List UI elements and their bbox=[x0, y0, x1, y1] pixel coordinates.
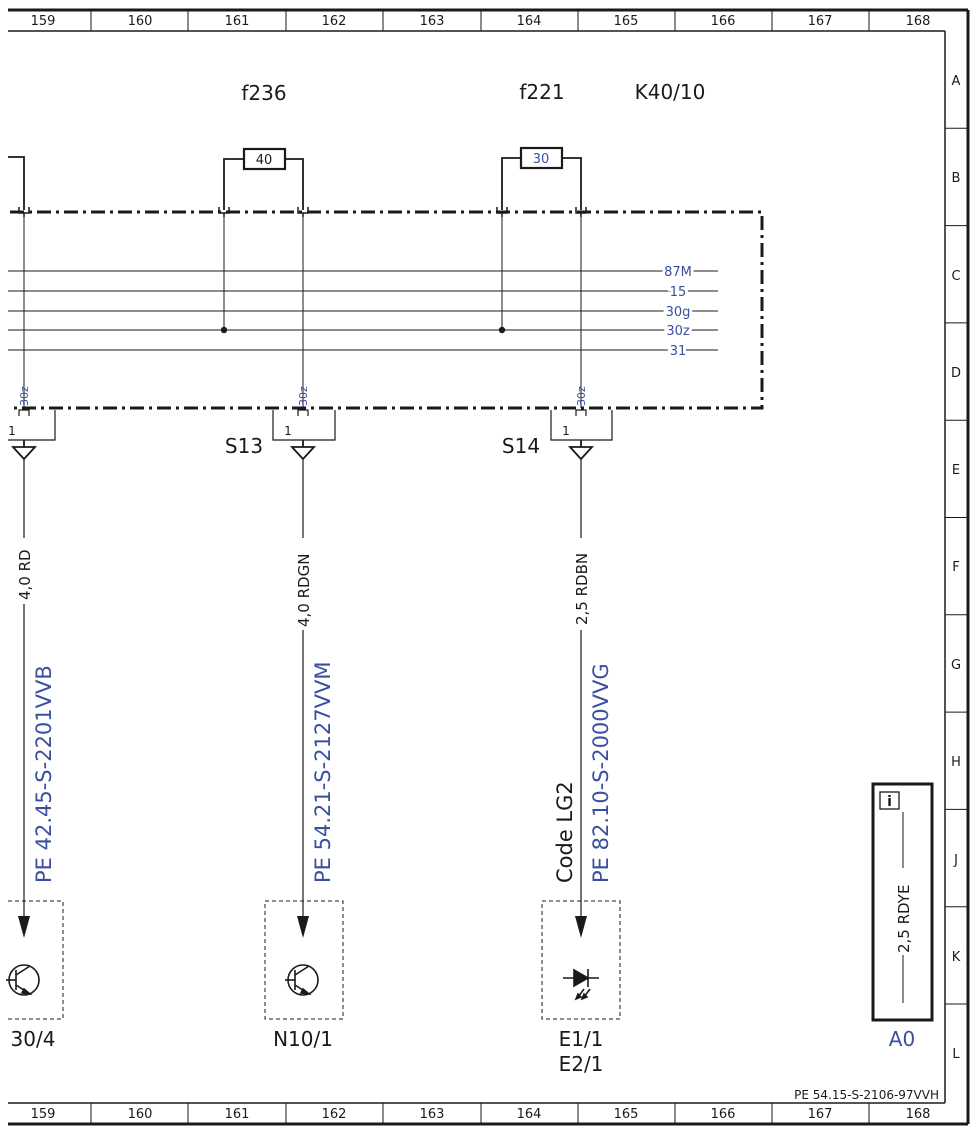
component-label-right-1: E1/1 bbox=[559, 1027, 604, 1051]
info-box[interactable]: i 2,5 RDYE bbox=[871, 782, 934, 1022]
wire-arrowheads bbox=[18, 916, 587, 938]
row-label: B bbox=[952, 171, 961, 186]
row-label: C bbox=[951, 269, 960, 284]
led-icon bbox=[563, 968, 599, 1001]
column-label: 161 bbox=[225, 14, 250, 29]
row-label: K bbox=[952, 950, 961, 965]
bus-labels: 87M 87M 15 15 30g 30g 30z 30z 31 31 bbox=[661, 262, 695, 362]
column-label: 166 bbox=[711, 1107, 736, 1122]
pin-label-30z: 30z bbox=[297, 386, 310, 406]
svg-text:30z: 30z bbox=[666, 324, 690, 339]
fuse-f221: 30 bbox=[501, 146, 582, 210]
footer-reference: PE 54.15-S-2106-97VVH bbox=[794, 1088, 939, 1102]
info-icon[interactable]: i bbox=[887, 794, 892, 810]
row-label: G bbox=[951, 658, 961, 673]
column-label: 161 bbox=[225, 1107, 250, 1122]
row-label: E bbox=[952, 463, 960, 478]
column-label: 165 bbox=[614, 1107, 639, 1122]
row-label: J bbox=[953, 853, 958, 868]
connector-label-s13: S13 bbox=[225, 434, 263, 458]
column-label: 162 bbox=[322, 1107, 347, 1122]
transistor-icon bbox=[6, 964, 40, 996]
bus-lines bbox=[8, 270, 718, 351]
drawing-frame bbox=[8, 8, 970, 1126]
svg-text:31: 31 bbox=[670, 344, 687, 359]
main-wires bbox=[23, 459, 582, 918]
row-label: H bbox=[951, 755, 961, 770]
column-label: 164 bbox=[517, 1107, 542, 1122]
junction-dot bbox=[220, 326, 228, 334]
svg-text:15: 15 bbox=[670, 285, 687, 300]
wire-label-left: 4,0 RD bbox=[16, 549, 34, 600]
module-label: K40/10 bbox=[635, 80, 706, 104]
row-ruler: A B C D E F G H J K L bbox=[951, 74, 961, 1062]
column-ruler-ticks bbox=[90, 10, 870, 1124]
transistor-icon bbox=[285, 964, 319, 996]
column-label: 167 bbox=[808, 14, 833, 29]
row-label: L bbox=[952, 1047, 960, 1062]
bus-label-30g: 30g bbox=[666, 305, 691, 320]
incoming-lead bbox=[8, 156, 25, 210]
column-label: 168 bbox=[906, 1107, 931, 1122]
svg-text:87M: 87M bbox=[664, 265, 692, 280]
column-label: 166 bbox=[711, 14, 736, 29]
connector-pin-label: 1 bbox=[284, 424, 292, 438]
column-label: 163 bbox=[420, 1107, 445, 1122]
svg-text:30g: 30g bbox=[666, 305, 691, 320]
column-label: 159 bbox=[31, 14, 56, 29]
fuse-f236: 40 bbox=[223, 147, 304, 210]
bus-label-87m: 87M bbox=[664, 265, 692, 280]
code-note: Code LG2 bbox=[553, 781, 577, 883]
row-label: D bbox=[951, 366, 961, 381]
connector-pin-label: 1 bbox=[562, 424, 570, 438]
column-label: 167 bbox=[808, 1107, 833, 1122]
column-label: 160 bbox=[128, 1107, 153, 1122]
info-wire-label: 2,5 RDYE bbox=[895, 885, 913, 953]
bus-label-31: 31 bbox=[670, 344, 687, 359]
column-ruler-bottom: 159 160 161 162 163 164 165 166 167 168 bbox=[31, 1107, 931, 1122]
reference-middle[interactable]: PE 54.21-S-2127VVM bbox=[311, 661, 335, 883]
row-ruler-ticks bbox=[945, 127, 968, 1005]
internal-conductors bbox=[23, 217, 582, 408]
component-label-right-2: E2/1 bbox=[559, 1052, 604, 1076]
fuse-label-f221: f221 bbox=[519, 80, 564, 104]
fuse-label-f236: f236 bbox=[241, 81, 286, 105]
component-label-middle: N10/1 bbox=[273, 1027, 333, 1051]
column-label: 164 bbox=[517, 14, 542, 29]
row-label: F bbox=[952, 560, 959, 575]
row-label: A bbox=[952, 74, 961, 89]
junction-dot bbox=[498, 326, 506, 334]
component-label-left: 30/4 bbox=[11, 1027, 56, 1051]
pin-label-30z: 30z bbox=[18, 386, 31, 406]
plug-symbols bbox=[10, 440, 595, 461]
reference-left[interactable]: PE 42.45-S-2201VVB bbox=[32, 665, 56, 883]
column-label: 160 bbox=[128, 14, 153, 29]
reference-right[interactable]: PE 82.10-S-2000VVG bbox=[589, 663, 613, 883]
component-boxes bbox=[8, 900, 621, 1020]
column-label: 159 bbox=[31, 1107, 56, 1122]
bus-label-30z: 30z bbox=[666, 324, 690, 339]
fuse-value-f236: 40 bbox=[256, 153, 273, 168]
column-ruler-top: 159 160 161 162 163 164 165 166 167 168 bbox=[31, 14, 931, 29]
info-component-label: A0 bbox=[889, 1027, 915, 1051]
module-boundary bbox=[10, 210, 764, 410]
wire-label-right: 2,5 RDBN bbox=[573, 553, 591, 625]
connector-label-s14: S14 bbox=[502, 434, 540, 458]
pin-label-30z: 30z bbox=[575, 386, 588, 406]
fuse-value-f221: 30 bbox=[533, 152, 550, 167]
bus-label-15: 15 bbox=[670, 285, 687, 300]
connector-pin-label: 1 bbox=[8, 424, 16, 438]
column-label: 168 bbox=[906, 14, 931, 29]
column-label: 165 bbox=[614, 14, 639, 29]
column-label: 162 bbox=[322, 14, 347, 29]
column-label: 163 bbox=[420, 14, 445, 29]
wire-label-middle: 4,0 RDGN bbox=[295, 554, 313, 627]
top-terminals bbox=[18, 207, 587, 217]
